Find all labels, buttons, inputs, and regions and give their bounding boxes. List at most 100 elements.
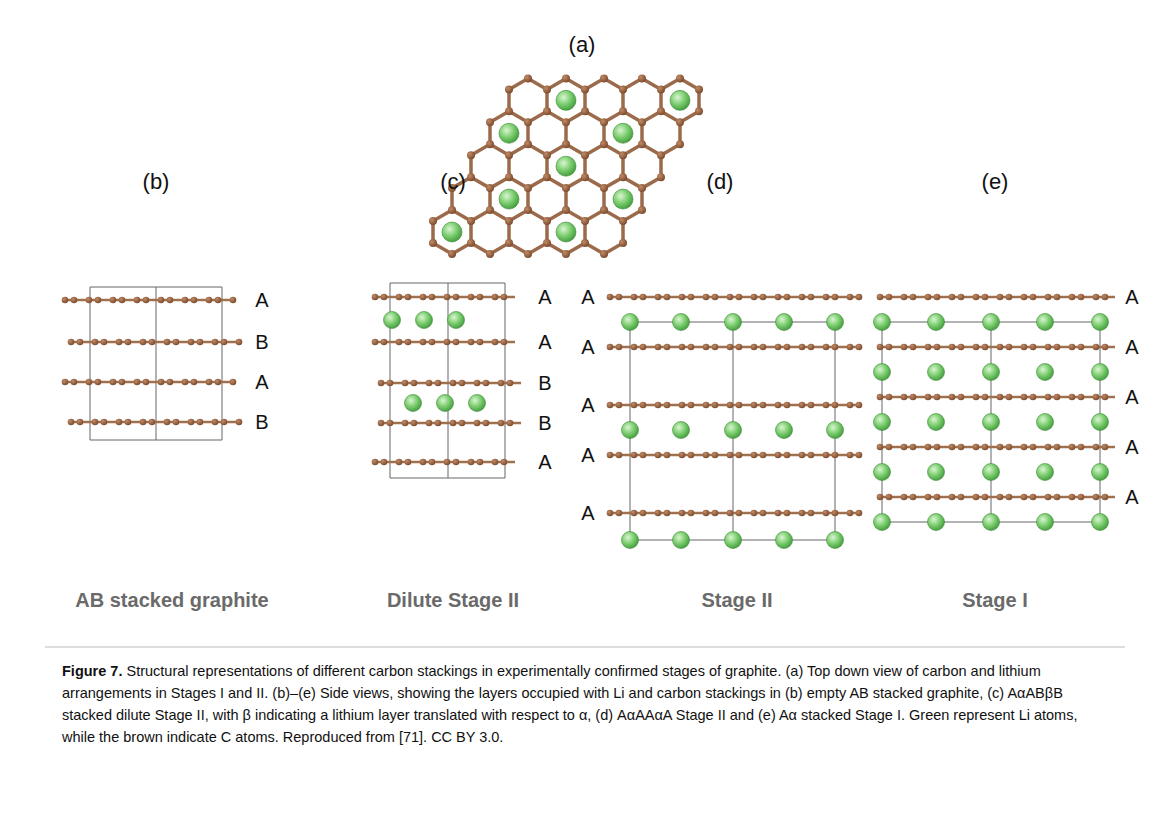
lithium-atom	[827, 314, 844, 331]
carbon-atom	[212, 419, 219, 426]
lithium-atom	[673, 532, 690, 549]
carbon-atom	[140, 419, 147, 426]
carbon-atom	[477, 459, 484, 466]
carbon-atom	[524, 74, 532, 82]
carbon-atom	[467, 173, 475, 181]
panel-letter: (a)	[569, 32, 596, 58]
carbon-atom	[77, 419, 84, 426]
carbon-atom	[1054, 494, 1061, 501]
carbon-atom	[1102, 344, 1109, 351]
carbon-atom	[703, 510, 710, 517]
lithium-atom	[874, 364, 891, 381]
carbon-atom	[973, 294, 980, 301]
carbon-atom	[600, 206, 608, 214]
cell-edge	[390, 283, 505, 284]
stacking-letter: A	[1125, 286, 1138, 309]
carbon-atom	[543, 239, 551, 247]
carbon-atom	[221, 339, 228, 346]
lithium-atom	[556, 156, 576, 176]
cell-edge	[222, 287, 223, 440]
carbon-atom	[823, 402, 830, 409]
carbon-atom	[501, 294, 508, 301]
carbon-atom	[381, 339, 388, 346]
carbon-atom	[640, 344, 647, 351]
carbon-atom	[886, 344, 893, 351]
carbon-atom	[823, 294, 830, 301]
carbon-atom	[808, 344, 815, 351]
carbon-atom	[997, 294, 1004, 301]
carbon-atom	[688, 294, 695, 301]
carbon-atom	[450, 420, 457, 427]
carbon-atom	[655, 402, 662, 409]
carbon-atom	[396, 294, 403, 301]
carbon-atom	[997, 344, 1004, 351]
carbon-atom	[832, 344, 839, 351]
carbon-atom	[562, 206, 570, 214]
carbon-atom	[1030, 294, 1037, 301]
carbon-atom	[949, 294, 956, 301]
lithium-atom	[405, 395, 422, 412]
stacking-letter: B	[538, 372, 551, 395]
carbon-atom	[1045, 394, 1052, 401]
carbon-atom	[1054, 344, 1061, 351]
stacking-letter: B	[538, 412, 551, 435]
carbon-atom	[657, 85, 665, 93]
carbon-atom	[727, 452, 734, 459]
lithium-atom	[448, 312, 465, 329]
lithium-atom	[874, 464, 891, 481]
carbon-atom	[664, 344, 671, 351]
carbon-atom	[1006, 294, 1013, 301]
carbon-atom	[581, 173, 589, 181]
carbon-atom	[808, 402, 815, 409]
carbon-atom	[543, 107, 551, 115]
lithium-atom	[1092, 314, 1109, 331]
lithium-atom	[874, 414, 891, 431]
carbon-atom	[524, 118, 532, 126]
carbon-atom	[468, 294, 475, 301]
carbon-atom	[215, 379, 222, 386]
carbon-atom	[832, 510, 839, 517]
carbon-atom	[657, 151, 665, 159]
carbon-atom	[191, 297, 198, 304]
carbon-atom	[86, 297, 93, 304]
carbon-atom	[164, 339, 171, 346]
carbon-atom	[543, 217, 551, 225]
carbon-atom	[856, 402, 863, 409]
carbon-atom	[655, 294, 662, 301]
stage-title: AB stacked graphite	[75, 589, 268, 612]
lithium-atom	[1037, 414, 1054, 431]
carbon-atom	[71, 379, 78, 386]
lithium-atom	[442, 222, 462, 242]
lithium-atom	[725, 532, 742, 549]
carbon-layer	[610, 512, 860, 515]
carbon-atom	[847, 344, 854, 351]
stacking-letter: A	[1125, 336, 1138, 359]
carbon-atom	[832, 452, 839, 459]
carbon-atom	[167, 297, 174, 304]
carbon-atom	[676, 74, 684, 82]
carbon-atom	[1006, 344, 1013, 351]
cell-edge	[90, 440, 222, 441]
carbon-atom	[703, 402, 710, 409]
carbon-atom	[638, 184, 646, 192]
carbon-atom	[119, 379, 126, 386]
carbon-atom	[712, 402, 719, 409]
carbon-atom	[182, 379, 189, 386]
carbon-atom	[688, 510, 695, 517]
lithium-atom	[1037, 514, 1054, 531]
carbon-atom	[856, 510, 863, 517]
lithium-atom	[1092, 464, 1109, 481]
carbon-atom	[420, 459, 427, 466]
carbon-atom	[1054, 444, 1061, 451]
carbon-atom	[688, 402, 695, 409]
lithium-atom	[622, 532, 639, 549]
carbon-atom	[444, 459, 451, 466]
carbon-atom	[886, 394, 893, 401]
stage-title: Stage II	[701, 589, 772, 612]
carbon-atom	[607, 402, 614, 409]
carbon-atom	[982, 394, 989, 401]
carbon-atom	[95, 297, 102, 304]
carbon-atom	[143, 297, 150, 304]
lithium-atom	[874, 314, 891, 331]
carbon-atom	[751, 402, 758, 409]
